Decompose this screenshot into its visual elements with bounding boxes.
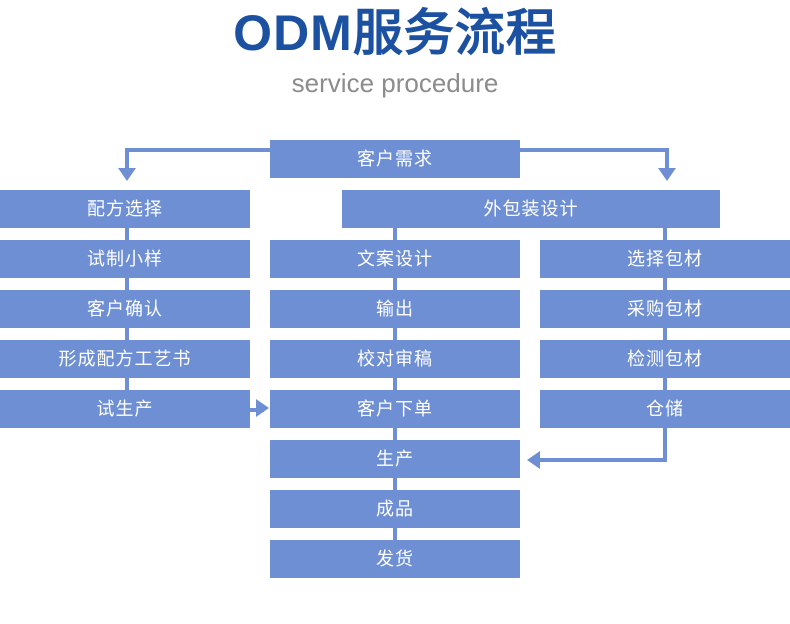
header: ODM服务流程 service procedure [0, 0, 790, 98]
node-formula-selection[interactable]: 配方选择 [0, 190, 250, 228]
node-customer-order[interactable]: 客户下单 [270, 390, 520, 428]
node-inspect-packaging-material[interactable]: 检测包材 [540, 340, 790, 378]
connector-package-to-material [663, 228, 667, 242]
node-copywriting-design[interactable]: 文案设计 [270, 240, 520, 278]
arrow-demand-to-package-design [658, 168, 676, 181]
node-purchase-packaging-material[interactable]: 采购包材 [540, 290, 790, 328]
arrow-storage-to-production [527, 451, 540, 469]
connector-mid-5-6 [393, 478, 397, 492]
connector-package-to-copy [393, 228, 397, 242]
connector-mid-1-2 [393, 278, 397, 292]
connector-storage-to-production-v [663, 428, 667, 462]
node-customer-confirm[interactable]: 客户确认 [0, 290, 250, 328]
arrow-demand-to-formula [118, 168, 136, 181]
node-customer-demand[interactable]: 客户需求 [270, 140, 520, 178]
node-outer-package-design[interactable]: 外包装设计 [342, 190, 720, 228]
connector-mid-4-5 [393, 428, 397, 442]
node-storage[interactable]: 仓储 [540, 390, 790, 428]
arrow-trial-to-order [256, 399, 269, 417]
connector-left-2-3 [125, 278, 129, 292]
connector-storage-to-production-h [540, 458, 667, 462]
connector-left-1-2 [125, 228, 129, 242]
connector-demand-to-left-h [125, 148, 273, 152]
node-proofreading[interactable]: 校对审稿 [270, 340, 520, 378]
page-title: ODM服务流程 [233, 5, 557, 61]
node-shipment[interactable]: 发货 [270, 540, 520, 578]
page-subtitle: service procedure [291, 68, 499, 98]
connector-mid-3-4 [393, 378, 397, 392]
node-select-packaging-material[interactable]: 选择包材 [540, 240, 790, 278]
connector-mid-2-3 [393, 328, 397, 342]
node-trial-sample[interactable]: 试制小样 [0, 240, 250, 278]
connector-demand-to-left-v [125, 148, 129, 170]
connector-left-3-4 [125, 328, 129, 342]
node-trial-production[interactable]: 试生产 [0, 390, 250, 428]
connector-left-4-5 [125, 378, 129, 392]
connector-right-2-3 [663, 328, 667, 342]
node-output[interactable]: 输出 [270, 290, 520, 328]
connector-mid-6-7 [393, 528, 397, 542]
connector-right-3-4 [663, 378, 667, 392]
node-finished-product[interactable]: 成品 [270, 490, 520, 528]
connector-right-1-2 [663, 278, 667, 292]
connector-demand-to-right-v [665, 148, 669, 170]
connector-demand-to-right-h [519, 148, 669, 152]
node-formula-process-doc[interactable]: 形成配方工艺书 [0, 340, 250, 378]
node-production[interactable]: 生产 [270, 440, 520, 478]
